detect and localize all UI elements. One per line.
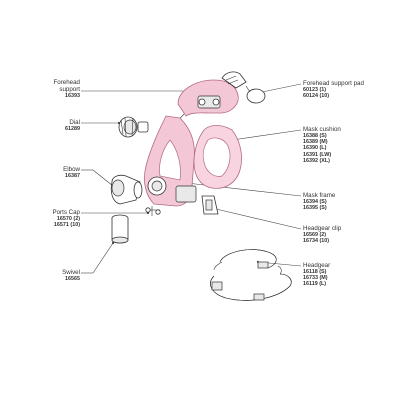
- label-elbow-code: 16387: [65, 173, 80, 179]
- mask-cushion-part: [193, 125, 242, 189]
- label-mask-cushion-code-1: 16388 (S): [303, 133, 327, 139]
- label-headgear-clip-name: Headgear clip: [303, 225, 342, 232]
- forehead-support-pad-part: [221, 71, 266, 104]
- headgear-clip-part: [201, 195, 219, 215]
- headgear-part: [210, 249, 292, 301]
- label-headgear: Headgear 16118 (S) 16733 (M) 16119 (L): [303, 262, 330, 288]
- label-dial-code: 61289: [65, 126, 80, 132]
- label-forehead-support: Forehead support 16393: [54, 79, 81, 99]
- label-ports-cap-code-2: 16571 (10): [53, 222, 80, 229]
- leader-headgear-clip: [215, 208, 302, 230]
- label-headgear-code-3: 16119 (L): [303, 281, 327, 288]
- label-mask-cushion-code-5: 16392 (XL): [303, 157, 330, 164]
- label-mask-frame-code-2: 16395 (S): [303, 205, 327, 212]
- label-forehead-support-pad: Forehead support pad 60123 (1) 60124 (10…: [303, 80, 364, 99]
- label-forehead-support-pad-code-1: 60123 (1): [303, 87, 327, 93]
- label-headgear-code-2: 16733 (M): [303, 275, 328, 282]
- label-ports-cap-code-1: 16570 (2): [56, 216, 80, 222]
- leader-mask-cushion: [231, 129, 302, 141]
- leader-forehead-pad: [261, 83, 302, 93]
- label-mask-frame-name: Mask frame: [303, 192, 336, 199]
- label-mask-cushion: Mask cushion 16388 (S) 16389 (M) 16390 (…: [303, 126, 341, 164]
- label-swivel-name: Swivel: [62, 269, 80, 276]
- label-headgear-name: Headgear: [303, 262, 331, 269]
- label-forehead-support-name-1: Forehead: [53, 79, 81, 86]
- label-ports-cap-name: Ports Cap: [52, 209, 80, 216]
- label-elbow-name: Elbow: [63, 166, 80, 173]
- dial-part: [118, 116, 149, 138]
- label-mask-frame: Mask frame 16394 (S) 16395 (S): [303, 192, 335, 211]
- label-headgear-clip-code-1: 16569 (2): [303, 232, 327, 238]
- label-headgear-clip: Headgear clip 16569 (2) 16734 (10): [303, 225, 341, 244]
- label-dial-name: Dial: [69, 119, 80, 126]
- swivel-part: [111, 214, 129, 244]
- label-swivel-code: 16565: [65, 276, 80, 282]
- label-headgear-code-1: 16118 (S): [303, 269, 327, 275]
- label-mask-cushion-code-4: 16391 (LW): [303, 151, 332, 158]
- label-mask-cushion-code-3: 16390 (L): [303, 145, 327, 152]
- forehead-support-part: [169, 79, 239, 143]
- label-dial: Dial 61289: [65, 119, 80, 132]
- label-forehead-support-name-2: support: [59, 86, 80, 93]
- label-swivel: Swivel 16565: [62, 269, 80, 282]
- label-mask-cushion-name: Mask cushion: [303, 126, 341, 133]
- label-mask-frame-code-1: 16394 (S): [303, 199, 327, 205]
- leader-mask-frame: [177, 181, 302, 197]
- elbow-part: [110, 174, 143, 205]
- label-headgear-clip-code-2: 16734 (10): [303, 238, 330, 245]
- ports-cap-part: [145, 206, 161, 216]
- label-ports-cap: Ports Cap 16570 (2) 16571 (10): [52, 209, 80, 228]
- label-forehead-support-code: 16393: [65, 93, 80, 99]
- label-forehead-support-pad-code-2: 60124 (10): [303, 93, 330, 100]
- label-mask-cushion-code-2: 16389 (M): [303, 139, 328, 146]
- label-elbow: Elbow 16387: [63, 166, 80, 179]
- label-forehead-support-pad-name: Forehead support pad: [303, 80, 364, 87]
- mask-frame-part: [144, 115, 197, 207]
